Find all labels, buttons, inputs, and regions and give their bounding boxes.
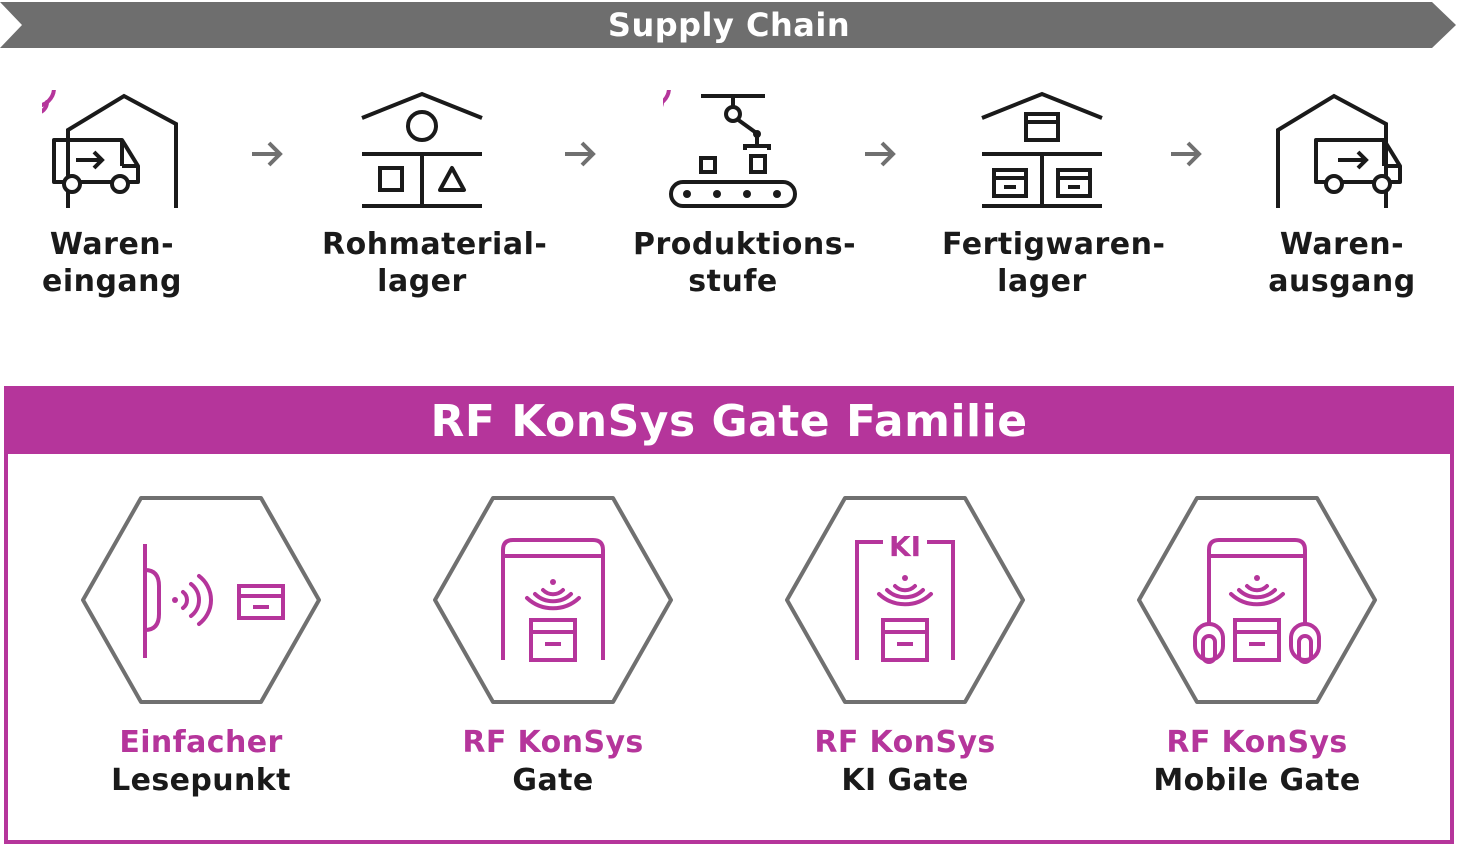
gate-label-line2: Lesepunkt <box>111 763 291 798</box>
stage-rohmateriallager: Rohmaterial- lager <box>322 90 548 330</box>
gate-label-line1: RF KonSys <box>1166 725 1348 760</box>
stage-label-line1: Produktions- <box>633 227 857 262</box>
flow-arrow-icon <box>865 141 896 167</box>
single-reader-point-icon <box>81 496 321 704</box>
flow-arrow-icon <box>565 141 596 167</box>
flow-arrow-icon <box>252 141 283 167</box>
gate-item-rf-konsys-gate: RF KonSys Gate <box>423 494 683 804</box>
stage-label-line2: lager <box>377 264 467 299</box>
gate-label-line2: Gate <box>512 763 594 798</box>
supply-chain-title: Supply Chain <box>607 6 851 44</box>
gate-item-rf-konsys-mobile-gate: RF KonSys Mobile Gate <box>1127 494 1387 804</box>
mobile-gate-icon <box>1137 496 1377 704</box>
stage-label-line2: eingang <box>41 264 183 299</box>
gate-label-line2: KI Gate <box>841 763 969 798</box>
gate-label-line1: RF KonSys <box>462 725 644 760</box>
rf-gate-icon <box>433 496 673 704</box>
stage-label-line2: ausgang <box>1268 264 1416 299</box>
stage-warenausgang: Waren- ausgang <box>1242 90 1442 330</box>
finished-goods-storage-icon <box>981 91 1103 208</box>
banner-arrow-shape <box>0 2 1456 48</box>
supply-chain-banner: Supply Chain <box>0 0 1458 50</box>
gate-family-header: RF KonSys Gate Familie <box>8 390 1450 454</box>
warehouse-truck-in-icon <box>42 90 178 208</box>
ki-gate-icon-text: KI <box>889 530 921 563</box>
stage-label-line1: Rohmaterial- <box>322 227 548 262</box>
gate-family-panel: RF KonSys Gate Familie <box>4 386 1454 844</box>
gate-item-rf-konsys-ki-gate: KI RF KonSys KI Gate <box>775 494 1035 804</box>
stage-label-line2: lager <box>997 264 1087 299</box>
gate-label-line2: Mobile Gate <box>1153 763 1361 798</box>
stage-label-line1: Fertigwaren- <box>942 227 1166 262</box>
stage-label-line1: Waren- <box>1279 227 1405 262</box>
stage-label-line2: stufe <box>688 264 778 299</box>
ki-gate-icon: KI <box>785 496 1025 704</box>
flow-arrow-icon <box>1171 141 1202 167</box>
gate-label-line1: RF KonSys <box>814 725 996 760</box>
stage-label-line1: Waren- <box>49 227 175 262</box>
gate-item-einfacher-lesepunkt: Einfacher Lesepunkt <box>71 494 331 804</box>
stage-fertigwarenlager: Fertigwaren- lager <box>942 90 1166 330</box>
gate-label-line1: Einfacher <box>119 725 283 760</box>
raw-material-storage-icon <box>361 91 483 208</box>
stage-wareneingang: Waren- eingang <box>12 90 212 330</box>
production-robot-conveyor-icon <box>663 90 797 208</box>
stage-produktionsstufe: Produktions- stufe <box>633 90 857 330</box>
warehouse-truck-out-icon <box>1276 93 1402 208</box>
gate-family-title: RF KonSys Gate Familie <box>430 396 1028 447</box>
